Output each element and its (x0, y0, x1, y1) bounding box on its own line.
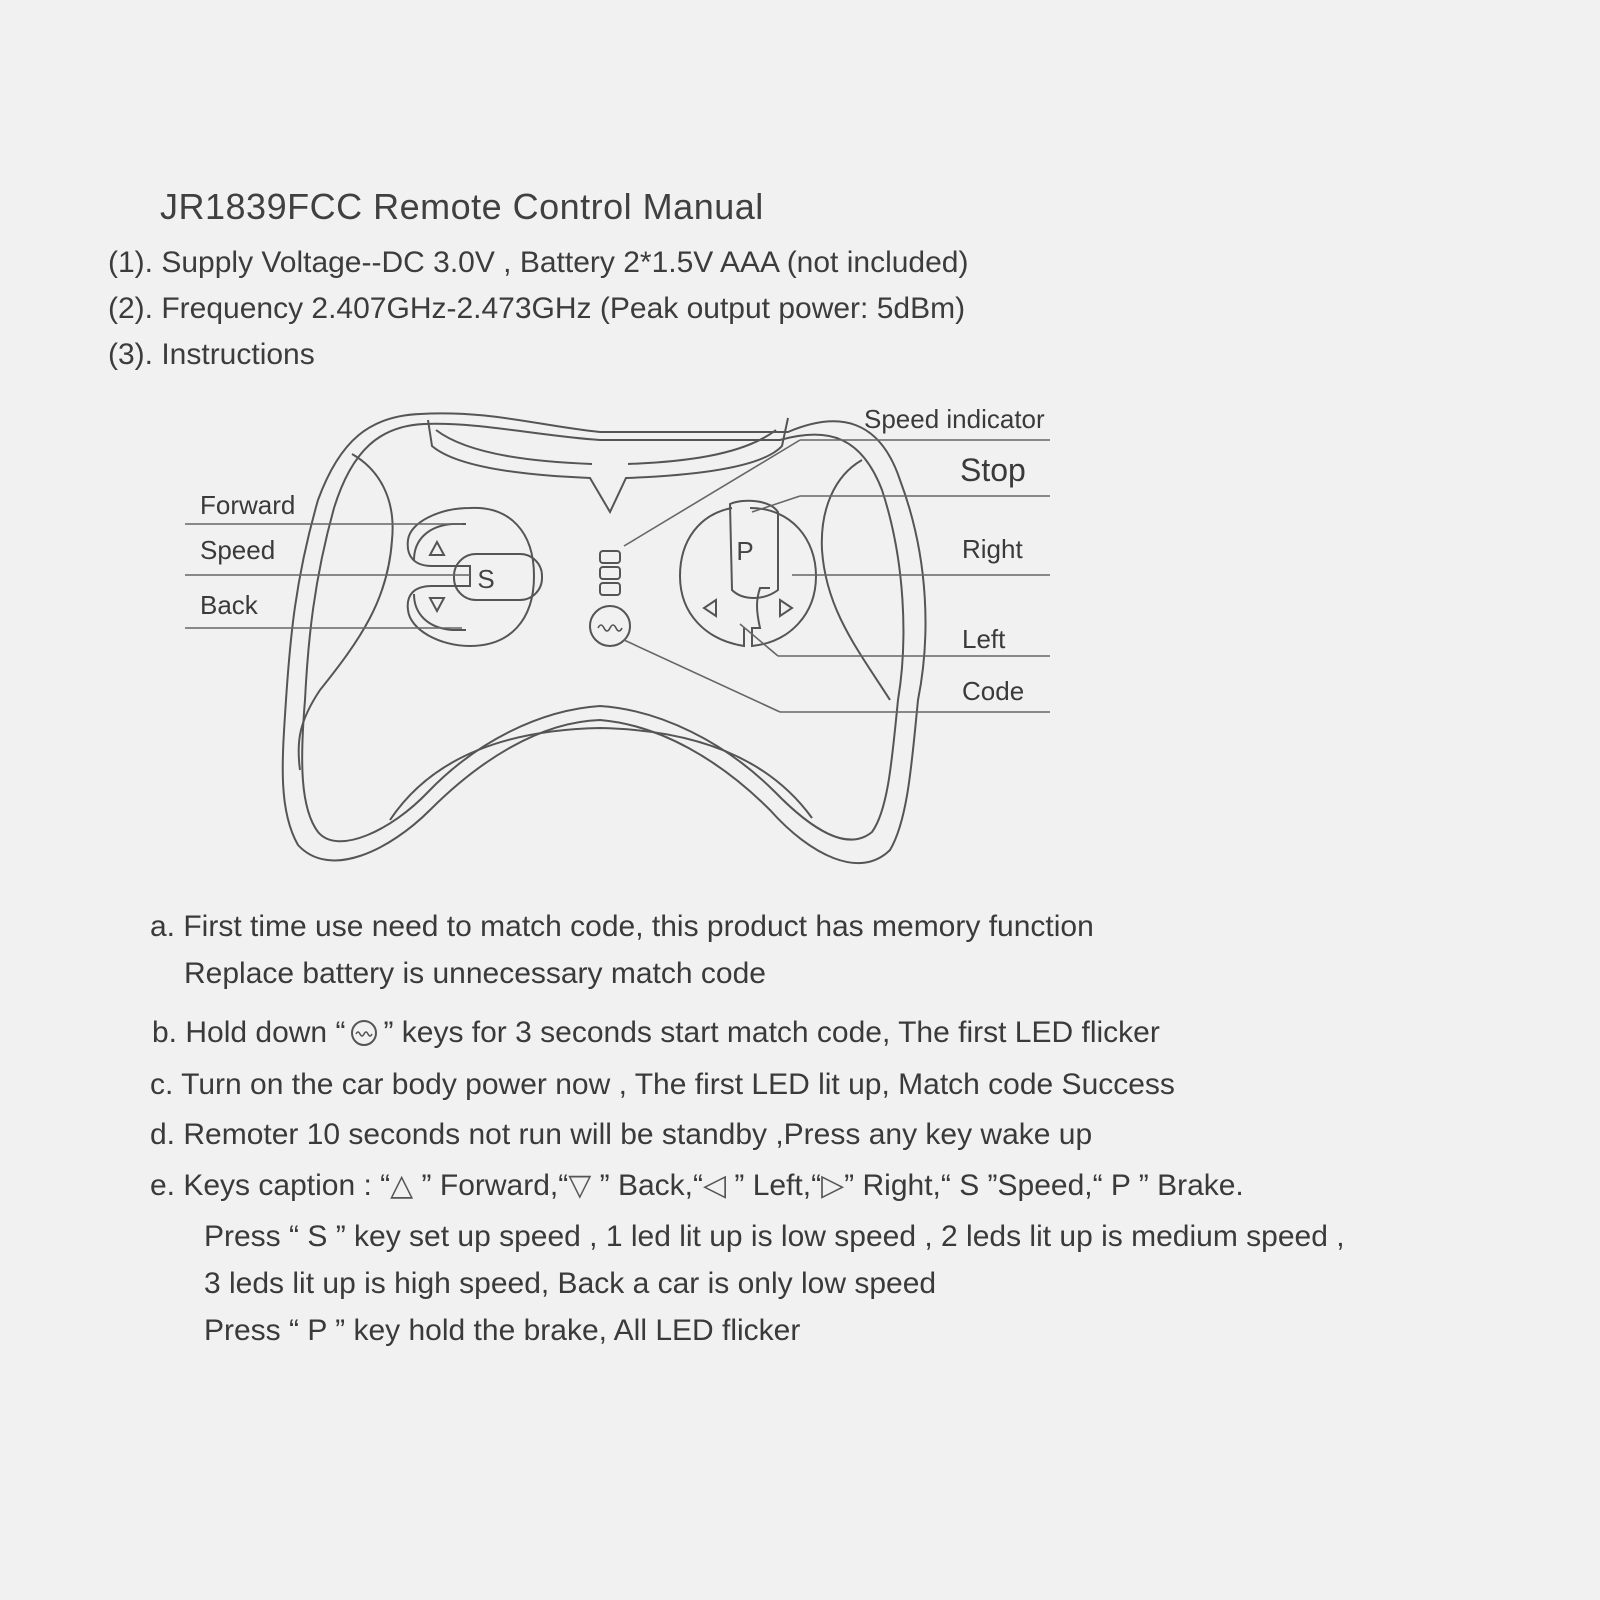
forward-arrow-icon: △ (390, 1168, 414, 1203)
instruction-e-left: ” Left,“ (726, 1169, 822, 1202)
controller-outer-outline (281, 412, 927, 865)
instruction-e-line-3: 3 leds lit up is high speed, Back a car … (204, 1267, 937, 1300)
instruction-e-back: ” Back,“ (591, 1169, 703, 1202)
speed-led-3 (599, 582, 621, 596)
speed-key-label: S (477, 564, 494, 594)
instruction-e-prefix: e. Keys caption : “ (150, 1169, 391, 1202)
back-arrow-icon (428, 597, 446, 614)
left-arrow-icon (702, 598, 717, 618)
instruction-e-line-1: e. Keys caption : “△ ” Forward,“▽ ” Back… (150, 1168, 1244, 1203)
back-arrow-icon: ▽ (568, 1168, 592, 1203)
instruction-b-suffix: ” keys for 3 seconds start match code, T… (383, 1016, 1160, 1049)
spec-frequency: (2). Frequency 2.407GHz-2.473GHz (Peak o… (108, 292, 966, 325)
label-stop: Stop (960, 452, 1026, 488)
instruction-a-line-1: a. First time use need to match code, th… (150, 910, 1094, 943)
instruction-e-forward: ” Forward,“ (413, 1169, 569, 1202)
controller-inner-outline (301, 422, 905, 843)
manual-title: JR1839FCC Remote Control Manual (160, 186, 764, 227)
label-code: Code (962, 676, 1025, 706)
code-key-icon (351, 1020, 378, 1046)
speed-led-2 (599, 566, 621, 580)
label-speed: Speed (200, 535, 276, 565)
code-button-outline (589, 605, 631, 647)
label-forward: Forward (200, 490, 296, 520)
label-back: Back (200, 590, 258, 620)
instruction-e-line-4: Press “ P ” key hold the brake, All LED … (204, 1314, 801, 1347)
instruction-d: d. Remoter 10 seconds not run will be st… (150, 1118, 1093, 1151)
instruction-c: c. Turn on the car body power now , The … (150, 1068, 1175, 1101)
instruction-b-prefix: b. Hold down “ (152, 1016, 346, 1049)
label-left: Left (962, 624, 1006, 654)
top-bumper (427, 417, 789, 515)
dpad-left-outline (406, 506, 536, 648)
instruction-e-right: ” Right,“ S ”Speed,“ P ” Brake. (844, 1169, 1244, 1202)
right-arrow-icon (779, 598, 794, 618)
speed-led-1 (599, 550, 621, 564)
instruction-a-line-2: Replace battery is unnecessary match cod… (184, 957, 766, 990)
speed-key-outline (453, 553, 543, 601)
forward-arrow-icon (428, 539, 446, 556)
spec-supply-voltage: (1). Supply Voltage--DC 3.0V , Battery 2… (108, 246, 969, 279)
brake-key-outline (728, 499, 779, 600)
right-arrow-icon: ▷ (821, 1168, 845, 1203)
right-button-group-outline (749, 507, 818, 648)
left-arrow-icon: ◁ (702, 1168, 727, 1203)
instruction-e-line-2: Press “ S ” key set up speed , 1 led lit… (204, 1220, 1345, 1253)
instruction-b: b. Hold down “ ” keys for 3 seconds start… (152, 1016, 1160, 1050)
label-speed-indicator: Speed indicator (864, 404, 1045, 434)
brake-key-label: P (736, 536, 753, 566)
label-right: Right (962, 534, 1023, 564)
spec-instructions-heading: (3). Instructions (108, 338, 315, 371)
